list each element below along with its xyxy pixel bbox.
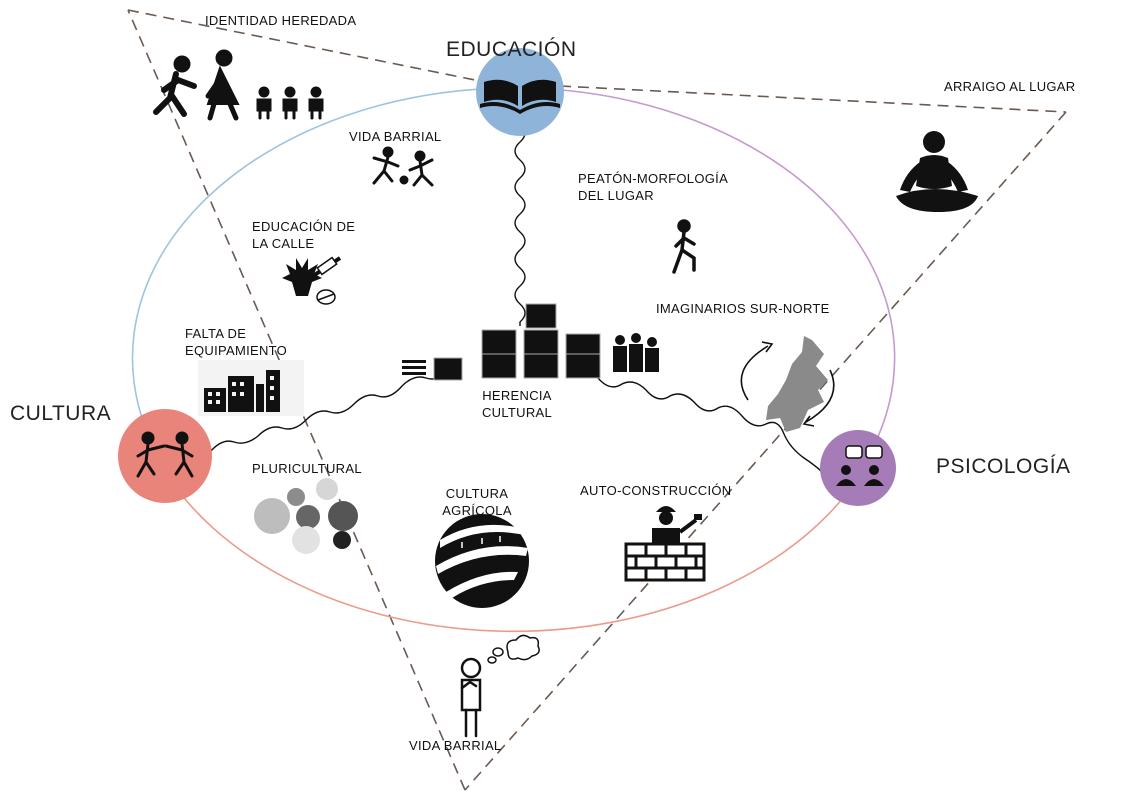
crowd-small-icon bbox=[402, 360, 426, 375]
label-herencia-line1: HERENCIA bbox=[482, 388, 552, 403]
label-arraigo-al-lugar: ARRAIGO AL LUGAR bbox=[944, 79, 1076, 94]
label-peaton-line2: DEL LUGAR bbox=[578, 188, 654, 203]
drugs-icon bbox=[282, 256, 342, 305]
construction-worker-icon bbox=[624, 506, 706, 582]
wave-educacion-herencia bbox=[514, 123, 526, 326]
wavy-connectors bbox=[209, 123, 823, 473]
playing-kids-icon bbox=[136, 431, 194, 478]
label-herencia-line2: CULTURAL bbox=[481, 405, 553, 420]
pluricultural-circles bbox=[254, 478, 358, 554]
thinking-person-icon bbox=[460, 634, 540, 738]
agriculture-icon bbox=[435, 514, 529, 608]
label-imaginarios: IMAGINARIOS SUR-NORTE bbox=[656, 301, 830, 316]
node-label-cultura: CULTURA bbox=[10, 402, 112, 425]
crowd-icon bbox=[613, 333, 659, 372]
pedestrian-icon bbox=[672, 219, 696, 274]
node-psicologia[interactable] bbox=[820, 430, 896, 506]
cubes-icon bbox=[433, 303, 601, 381]
conversation-people-icon bbox=[836, 445, 884, 486]
label-educacion-calle-line2: LA CALLE bbox=[252, 236, 315, 251]
node-label-psicologia: PSICOLOGÍA bbox=[936, 455, 1071, 478]
node-cultura[interactable] bbox=[118, 409, 212, 503]
open-book-icon bbox=[480, 79, 560, 114]
label-pluricultural: PLURICULTURAL bbox=[252, 461, 362, 476]
label-vida-barrial-bottom: VIDA BARRIAL bbox=[409, 738, 502, 753]
label-educacion-calle-line1: EDUCACIÓN DE bbox=[252, 219, 356, 234]
wave-herencia-psicologia bbox=[597, 377, 823, 473]
main-circle bbox=[131, 87, 896, 633]
label-cultura-agricola-line2: AGRÍCOLA bbox=[442, 503, 512, 518]
label-identidad-heredada: IDENTIDAD HEREDADA bbox=[205, 13, 357, 28]
family-icon bbox=[153, 49, 324, 121]
label-falta-equipamiento-line2: EQUIPAMIENTO bbox=[185, 343, 288, 358]
country-map-icon bbox=[740, 336, 835, 432]
label-peaton-line1: PEATÓN-MORFOLOGÍA bbox=[578, 171, 729, 186]
buildings-icon bbox=[198, 360, 304, 416]
label-falta-equipamiento-line1: FALTA DE bbox=[185, 326, 247, 341]
meditation-icon bbox=[896, 131, 978, 212]
node-label-educacion: EDUCACIÓN bbox=[446, 38, 577, 61]
label-cultura-agricola-line1: CULTURA bbox=[445, 486, 509, 501]
node-educacion[interactable] bbox=[476, 48, 564, 136]
label-vida-barrial: VIDA BARRIAL bbox=[349, 129, 442, 144]
wave-cultura-herencia bbox=[209, 369, 453, 453]
players-icon bbox=[372, 146, 434, 187]
label-auto-construccion: AUTO-CONSTRUCCIÓN bbox=[580, 483, 732, 498]
